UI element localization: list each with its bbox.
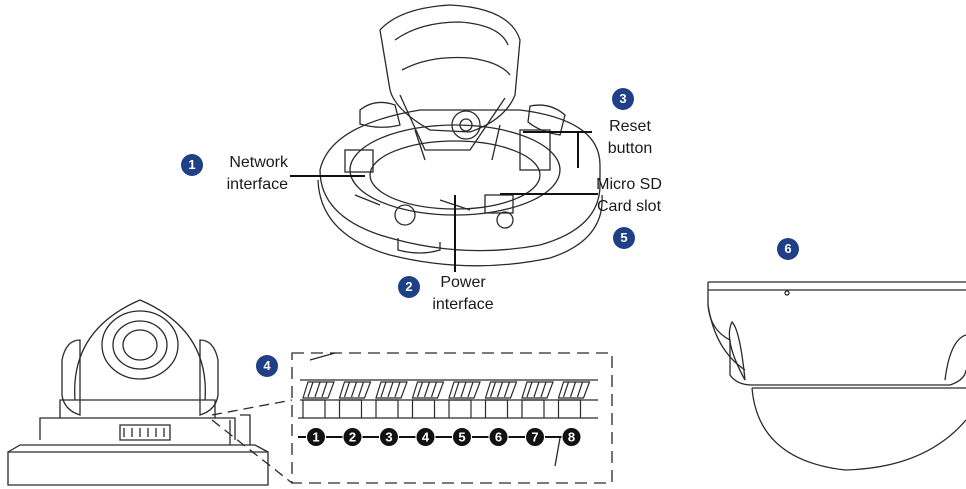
callout-badge-2: 2 — [398, 276, 420, 298]
label-line: interface — [432, 296, 494, 313]
pin-number: 8 — [568, 430, 575, 445]
pin-number: 4 — [422, 430, 430, 445]
pin-number: 2 — [349, 430, 356, 445]
pin-contact — [557, 381, 591, 418]
camera-side-view — [7, 299, 269, 486]
label-power-interface: Power interface — [418, 272, 508, 316]
callout-badge-1: 1 — [181, 154, 203, 176]
label-micro-sd-card-slot: Micro SD Card slot — [584, 174, 674, 218]
label-line: Network — [229, 154, 288, 171]
pin-contact — [338, 381, 372, 418]
pin-contact — [448, 381, 481, 418]
callout-badge-3: 3 — [612, 88, 634, 110]
pin-contact — [484, 381, 518, 418]
label-line: button — [607, 140, 653, 157]
callout-badge-5: 5 — [613, 227, 635, 249]
label-line: Card slot — [596, 198, 662, 215]
pin-marker — [489, 428, 508, 446]
pin-number: 3 — [385, 430, 392, 445]
dome-cover-view — [707, 281, 966, 471]
label-line: Micro SD — [596, 176, 662, 193]
pin-number: 5 — [458, 430, 465, 445]
pin-contact — [411, 381, 445, 418]
pin-marker — [562, 428, 581, 446]
pin-number: 7 — [531, 430, 538, 445]
label-network-interface: Network interface — [190, 152, 288, 196]
pin-marker — [380, 428, 398, 446]
pin-contact — [302, 381, 335, 418]
pin-contact — [375, 381, 408, 418]
label-line: Reset — [609, 118, 651, 135]
pin-number: 1 — [312, 430, 319, 445]
camera-top-view — [317, 4, 603, 267]
pin-marker — [526, 428, 544, 446]
label-line: Power — [440, 274, 486, 291]
callout-badge-4: 4 — [256, 355, 278, 377]
pin-contact — [521, 381, 554, 418]
callout-badge-6: 6 — [777, 238, 799, 260]
label-reset-button: Reset button — [590, 116, 670, 160]
pin-number: 6 — [495, 430, 502, 445]
pin-marker — [343, 428, 362, 446]
pin-marker — [416, 428, 435, 446]
pin-marker — [307, 428, 325, 446]
label-line: interface — [226, 176, 288, 193]
pin-row: 1 2 3 4 5 6 7 8 — [298, 381, 591, 446]
pin-marker — [453, 428, 471, 446]
